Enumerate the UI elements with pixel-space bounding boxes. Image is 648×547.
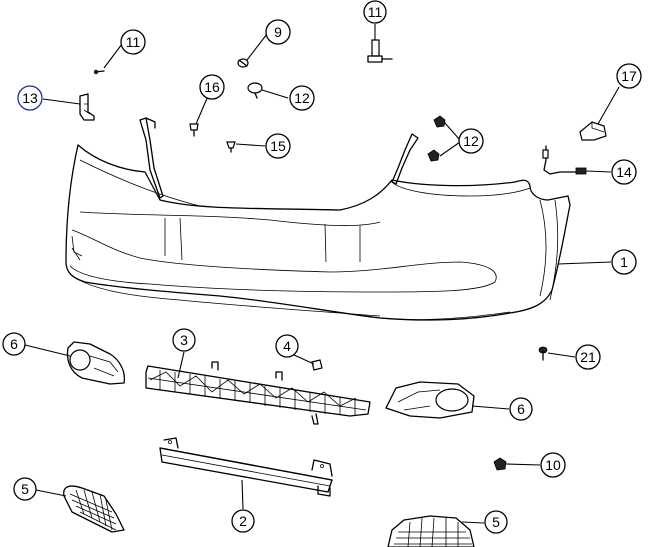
svg-text:2: 2 (239, 513, 247, 529)
svg-text:14: 14 (616, 164, 632, 180)
svg-text:1: 1 (620, 254, 628, 270)
callout-12-left: 12 (289, 85, 315, 111)
nut-12-b (427, 149, 440, 162)
svg-text:21: 21 (580, 349, 596, 365)
pushpin-16 (189, 123, 199, 137)
fog-lamp-bezel-right (385, 381, 475, 419)
leader-lines (24, 24, 620, 524)
screw-15 (226, 141, 236, 153)
sensor-17 (579, 121, 607, 141)
callout-3: 3 (172, 328, 196, 352)
callout-16: 16 (199, 74, 225, 100)
callout-9: 9 (265, 19, 291, 45)
callout-6-left: 6 (2, 332, 26, 356)
svg-text:6: 6 (517, 401, 525, 417)
svg-text:13: 13 (22, 90, 38, 106)
svg-text:11: 11 (126, 34, 141, 50)
callout-5-right: 5 (484, 510, 508, 534)
callout-11-left: 11 (120, 29, 146, 55)
callout-12-right: 12 (458, 128, 484, 154)
clip-9 (237, 58, 249, 68)
grille-left (63, 485, 125, 533)
callout-6-right: 6 (509, 397, 533, 421)
clip-4 (311, 359, 323, 371)
svg-text:6: 6 (10, 336, 18, 352)
nut-10 (493, 457, 507, 471)
svg-text:12: 12 (463, 133, 479, 149)
svg-text:5: 5 (21, 481, 29, 497)
left-fascia-bracket (139, 117, 164, 199)
svg-text:10: 10 (545, 457, 561, 473)
callout-17: 17 (616, 63, 642, 89)
callout-4: 4 (275, 334, 299, 358)
svg-text:17: 17 (621, 68, 637, 84)
wire-harness-14 (542, 145, 587, 175)
callout-11-top: 11 (363, 0, 387, 24)
callout-10: 10 (540, 452, 566, 478)
svg-text:12: 12 (294, 90, 310, 106)
callout-14: 14 (611, 159, 637, 185)
svg-text:9: 9 (274, 24, 282, 40)
nut-12-a (433, 115, 446, 128)
callout-5-left: 5 (13, 477, 37, 501)
bracket-13 (79, 93, 95, 121)
callout-15: 15 (265, 133, 291, 159)
fog-lamp-bezel-left (66, 341, 126, 385)
callout-21: 21 (575, 344, 601, 370)
svg-text:11: 11 (368, 4, 383, 20)
grille-right (387, 515, 475, 547)
bolt-11-top (367, 39, 393, 63)
front-bumper-fascia (65, 144, 571, 321)
svg-text:3: 3 (180, 332, 188, 348)
svg-text:4: 4 (283, 338, 291, 354)
rivet-12-left (247, 82, 263, 99)
screw-11-left (93, 69, 105, 75)
callout-2: 2 (231, 509, 255, 533)
svg-text:16: 16 (204, 79, 220, 95)
right-fascia-bracket (391, 133, 419, 185)
callout-1: 1 (611, 249, 637, 275)
bumper-reinforcement (159, 437, 333, 497)
bolt-21 (538, 346, 548, 361)
energy-absorber (145, 361, 371, 425)
svg-text:5: 5 (492, 514, 500, 530)
svg-text:15: 15 (270, 138, 286, 154)
callout-13: 13 (17, 85, 43, 111)
